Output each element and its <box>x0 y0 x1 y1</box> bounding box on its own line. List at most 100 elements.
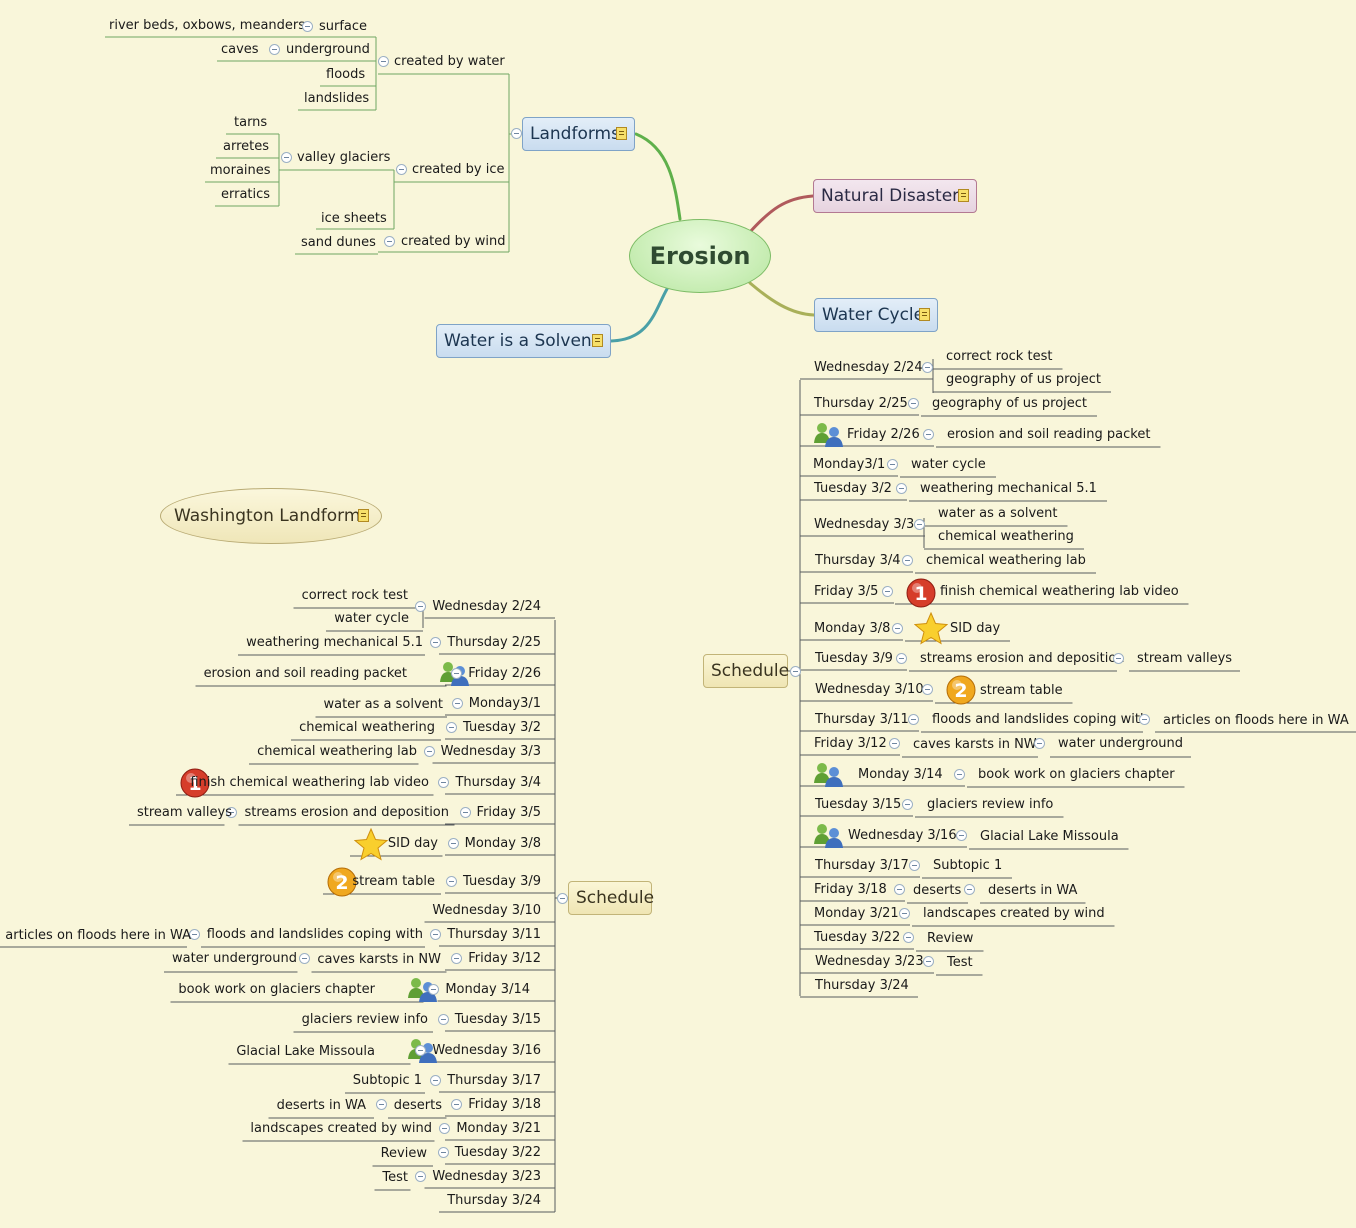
schedule-item[interactable]: water as a solvent <box>938 506 1058 521</box>
schedule-day[interactable]: Friday 3/12 <box>814 736 887 751</box>
schedule-subitem[interactable]: water underground <box>1058 736 1184 751</box>
schedule-day[interactable]: Friday 3/18 <box>814 882 887 897</box>
collapse-toggle[interactable] <box>1113 653 1124 664</box>
schedule-day[interactable]: Tuesday 3/15 <box>454 1012 541 1027</box>
collapse-toggle[interactable] <box>451 698 463 709</box>
schedule-item[interactable]: water cycle <box>911 457 986 472</box>
subtopic-tarns[interactable]: tarns <box>234 115 268 130</box>
schedule-item[interactable]: book work on glaciers chapter <box>978 767 1175 782</box>
collapse-toggle[interactable] <box>438 777 450 788</box>
topic-landforms[interactable]: Landforms <box>522 117 635 151</box>
collapse-toggle[interactable] <box>451 668 463 679</box>
schedule-subitem[interactable]: stream valleys <box>1137 651 1233 666</box>
schedule-item[interactable]: weathering mechanical 5.1 <box>920 481 1097 496</box>
schedule-day[interactable]: Thursday 2/25 <box>814 396 908 411</box>
schedule-day[interactable]: Wednesday 3/23 <box>432 1169 541 1184</box>
schedule-day[interactable]: Wednesday 3/16 <box>848 828 957 843</box>
schedule-day[interactable]: Wednesday 3/23 <box>815 954 924 969</box>
schedule-item[interactable]: Glacial Lake Missoula <box>980 829 1119 844</box>
schedule-item[interactable]: erosion and soil reading packet <box>203 666 407 681</box>
collapse-toggle[interactable] <box>908 398 919 409</box>
schedule-item[interactable]: correct rock test <box>946 349 1053 364</box>
collapse-toggle[interactable] <box>896 483 907 494</box>
schedule-item[interactable]: geography of us project <box>946 372 1102 387</box>
schedule-item[interactable]: caves karsts in NW <box>913 737 1037 752</box>
schedule-day[interactable]: Monday3/1 <box>468 696 541 711</box>
schedule-day[interactable]: Tuesday 3/15 <box>815 797 902 812</box>
note-icon[interactable] <box>616 127 627 140</box>
collapse-toggle[interactable] <box>299 953 311 964</box>
collapse-toggle[interactable] <box>446 876 458 887</box>
schedule-day[interactable]: Thursday 3/17 <box>447 1073 541 1088</box>
subtopic-arretes[interactable]: arretes <box>223 139 270 154</box>
collapse-toggle[interactable] <box>954 769 965 780</box>
schedule-day[interactable]: Monday 3/14 <box>858 767 943 782</box>
subtopic-ice-sheets[interactable]: ice sheets <box>321 211 387 226</box>
schedule-item[interactable]: Subtopic 1 <box>933 858 1003 873</box>
schedule-subitem[interactable]: water underground <box>171 951 297 966</box>
collapse-toggle[interactable] <box>909 860 920 871</box>
schedule-day[interactable]: Friday 3/12 <box>468 951 541 966</box>
collapse-toggle[interactable] <box>447 838 459 849</box>
schedule-item[interactable]: Test <box>947 955 973 970</box>
subtopic-river-beds[interactable]: river beds, oxbows, meanders <box>109 18 306 33</box>
schedule-item[interactable]: water as a solvent <box>323 697 443 712</box>
schedule-item[interactable]: Subtopic 1 <box>352 1073 422 1088</box>
collapse-toggle[interactable] <box>1034 738 1045 749</box>
schedule-item[interactable]: SID day <box>387 836 438 851</box>
schedule-day[interactable]: Monday 3/21 <box>814 906 899 921</box>
schedule-day[interactable]: Thursday 2/25 <box>447 635 541 650</box>
collapse-toggle[interactable] <box>451 953 463 964</box>
collapse-toggle[interactable] <box>226 807 238 818</box>
schedule-item[interactable]: landscapes created by wind <box>250 1121 432 1136</box>
collapse-toggle[interactable] <box>281 152 292 163</box>
schedule-item[interactable]: Glacial Lake Missoula <box>236 1044 375 1059</box>
collapse-toggle[interactable] <box>956 830 967 841</box>
collapse-toggle[interactable] <box>894 884 905 895</box>
subtopic-surface[interactable]: surface <box>319 19 368 34</box>
schedule-item[interactable]: landscapes created by wind <box>923 906 1105 921</box>
collapse-toggle[interactable] <box>451 1099 463 1110</box>
schedule-item[interactable]: stream table <box>980 683 1063 698</box>
schedule-item[interactable]: stream table <box>352 874 435 889</box>
collapse-toggle[interactable] <box>384 236 395 247</box>
schedule-item[interactable]: book work on glaciers chapter <box>178 982 375 997</box>
topic-schedule-left[interactable]: Schedule <box>568 881 654 915</box>
schedule-subitem[interactable]: deserts in WA <box>276 1098 366 1113</box>
schedule-item[interactable]: geography of us project <box>932 396 1088 411</box>
schedule-subitem[interactable]: deserts in WA <box>988 883 1078 898</box>
collapse-toggle[interactable] <box>375 1099 387 1110</box>
note-icon[interactable] <box>358 509 369 522</box>
subtopic-caves[interactable]: caves <box>221 42 259 57</box>
subtopic-created-by-ice[interactable]: created by ice <box>412 162 505 177</box>
collapse-toggle[interactable] <box>415 601 427 612</box>
collapse-toggle[interactable] <box>437 1147 449 1158</box>
collapse-toggle[interactable] <box>882 586 893 597</box>
schedule-day[interactable]: Friday 3/5 <box>476 805 541 820</box>
schedule-day[interactable]: Monday3/1 <box>813 457 886 472</box>
schedule-item[interactable]: SID day <box>950 621 1001 636</box>
schedule-day[interactable]: Tuesday 3/2 <box>463 720 541 735</box>
schedule-item[interactable]: streams erosion and deposition <box>920 651 1125 666</box>
schedule-day[interactable]: Thursday 3/4 <box>815 553 901 568</box>
schedule-day[interactable]: Thursday 3/4 <box>455 775 541 790</box>
schedule-day[interactable]: Tuesday 3/22 <box>454 1145 541 1160</box>
topic-natural-disasters[interactable]: Natural Disasters <box>813 179 977 213</box>
schedule-day[interactable]: Tuesday 3/2 <box>814 481 892 496</box>
schedule-item[interactable]: streams erosion and deposition <box>244 805 449 820</box>
schedule-day[interactable]: Tuesday 3/9 <box>463 874 541 889</box>
subtopic-created-by-water[interactable]: created by water <box>394 54 505 69</box>
schedule-item[interactable]: glaciers review info <box>927 797 1054 812</box>
schedule-day[interactable]: Friday 3/18 <box>468 1097 541 1112</box>
collapse-toggle[interactable] <box>439 1123 451 1134</box>
schedule-day[interactable]: Wednesday 2/24 <box>814 360 923 375</box>
collapse-toggle[interactable] <box>302 21 313 32</box>
schedule-day[interactable]: Thursday 3/11 <box>815 712 909 727</box>
collapse-toggle[interactable] <box>908 714 919 725</box>
collapse-toggle[interactable] <box>790 666 801 677</box>
schedule-item[interactable]: chemical weathering <box>299 720 435 735</box>
topic-water-is-a-solvent[interactable]: Water is a Solvent <box>436 324 611 358</box>
schedule-day[interactable]: Friday 2/26 <box>468 666 541 681</box>
schedule-day[interactable]: Monday 3/14 <box>445 982 530 997</box>
collapse-toggle[interactable] <box>437 1014 449 1025</box>
